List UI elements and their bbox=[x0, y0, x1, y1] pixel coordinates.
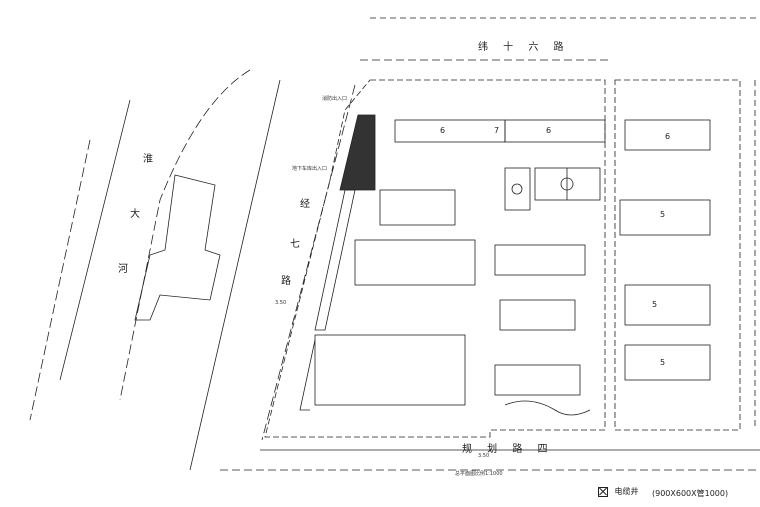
basketball-court bbox=[504, 167, 531, 211]
far-west-road bbox=[119, 69, 251, 401]
building-southwest bbox=[314, 334, 466, 406]
north-road-label: 纬 十 六 路 bbox=[478, 42, 570, 53]
building-number-6-mid: 6 bbox=[546, 126, 552, 135]
football-field bbox=[534, 167, 601, 201]
far-west-road-char-1: 淮 bbox=[143, 154, 153, 165]
building-number-5-bottom: 5 bbox=[660, 358, 666, 367]
court-circle bbox=[511, 183, 523, 195]
building-6-right bbox=[624, 119, 711, 151]
east-site-boundary bbox=[614, 79, 741, 431]
building-5-bottom bbox=[624, 344, 711, 381]
site-boundary bbox=[264, 79, 606, 438]
entrance-west-label: 地下车库出入口 bbox=[292, 166, 328, 172]
far-west-road-char-2: 大 bbox=[130, 209, 140, 220]
west-road-edge-2 bbox=[189, 79, 281, 471]
scale-note: 总平面图比例1:1000 bbox=[455, 471, 503, 477]
building-number-7: 7 bbox=[494, 126, 500, 135]
river-bank bbox=[59, 99, 131, 381]
legend: 电缆井 bbox=[598, 486, 639, 497]
building-number-6-left: 6 bbox=[440, 126, 446, 135]
level-mark-1: 3.50 bbox=[275, 300, 287, 306]
west-road-char-3: 路 bbox=[281, 276, 291, 287]
building-southeast bbox=[494, 364, 581, 396]
building-6-left bbox=[394, 119, 506, 143]
west-road-char-1: 经 bbox=[300, 199, 310, 210]
building-6-mid bbox=[504, 119, 606, 143]
building-central bbox=[354, 239, 476, 286]
legend-label: 电缆井 bbox=[614, 487, 639, 496]
entrance-north-label: 消防出入口 bbox=[322, 96, 348, 102]
building-number-5-top: 5 bbox=[660, 210, 666, 219]
field-circle bbox=[560, 177, 574, 191]
cable-well-icon bbox=[598, 486, 608, 497]
building-number-5-mid: 5 bbox=[652, 300, 658, 309]
hatched-strip bbox=[339, 114, 376, 191]
west-large-building bbox=[134, 174, 221, 321]
building-number-6-right: 6 bbox=[665, 132, 671, 141]
west-road-char-2: 七 bbox=[290, 239, 300, 250]
west-strip-building-2 bbox=[299, 339, 316, 411]
south-road-label: 规 划 路 四 bbox=[462, 444, 554, 455]
legend-spec: (900X600X管1000) bbox=[652, 489, 729, 498]
garden-path bbox=[504, 400, 591, 416]
building-east-b bbox=[499, 299, 576, 331]
building-5-mid bbox=[624, 284, 711, 326]
level-mark-2: 3.50 bbox=[478, 453, 490, 459]
building-east-a bbox=[494, 244, 586, 276]
building-5-top bbox=[619, 199, 711, 236]
far-west-road-char-3: 河 bbox=[118, 264, 128, 275]
far-west-road-2 bbox=[29, 139, 91, 421]
west-road-edge bbox=[261, 84, 356, 441]
west-strip-building bbox=[314, 189, 356, 331]
building-north-block bbox=[379, 189, 456, 226]
